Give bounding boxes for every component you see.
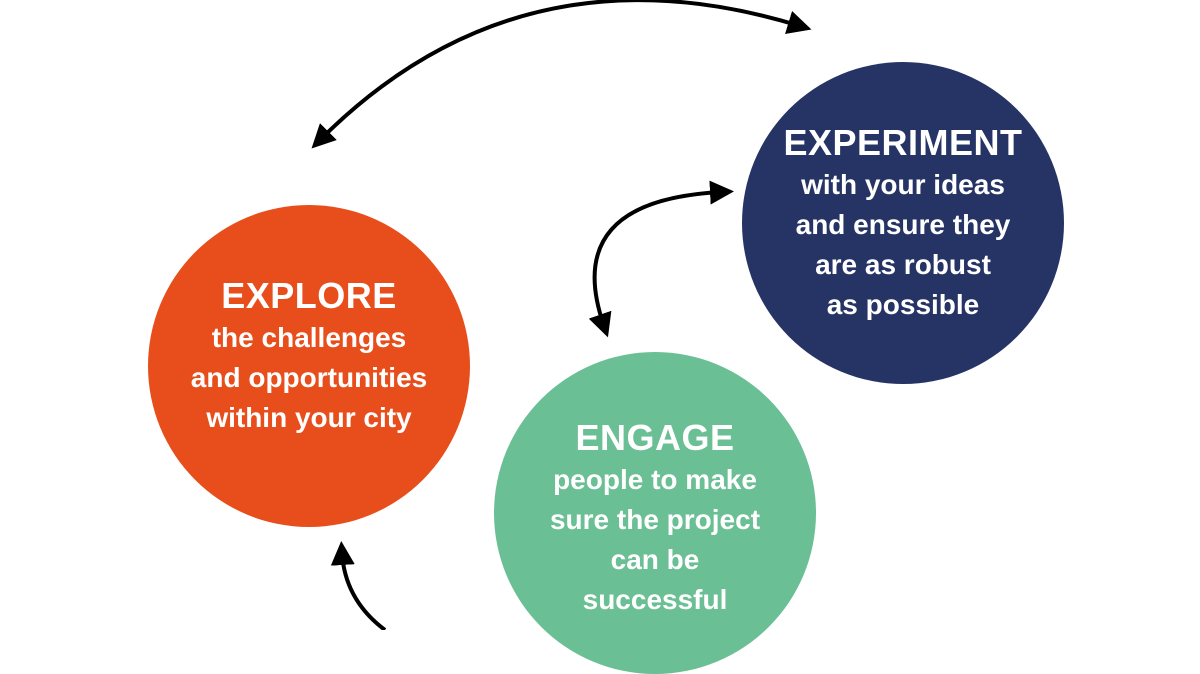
explore-line: within your city <box>206 402 412 433</box>
engage-line: people to make <box>553 464 757 495</box>
arrow-experiment-engage <box>588 180 734 338</box>
experiment-line: as possible <box>826 289 980 320</box>
explore-circle: EXPLORE the challenges and opportunities… <box>148 205 470 527</box>
explore-line: and opportunities <box>190 362 428 393</box>
engage-line: sure the project <box>549 504 761 535</box>
experiment-line: and ensure they <box>795 209 1011 240</box>
experiment-line: with your ideas <box>801 169 1005 200</box>
engage-title: ENGAGE <box>575 417 735 458</box>
experiment-title: EXPERIMENT <box>783 122 1023 163</box>
experiment-circle: EXPERIMENT with your ideas and ensure th… <box>742 62 1064 384</box>
engage-line: can be <box>610 544 700 575</box>
engage-line: successful <box>582 584 728 615</box>
cycle-arrows <box>311 0 812 630</box>
engage-circle: ENGAGE people to make sure the project c… <box>494 352 816 674</box>
explore-title: EXPLORE <box>221 275 397 316</box>
arrow-engage-explore <box>330 541 387 630</box>
experiment-line: are as robust <box>815 249 991 280</box>
arrow-explore-experiment <box>311 0 812 149</box>
explore-line: the challenges <box>211 322 407 353</box>
